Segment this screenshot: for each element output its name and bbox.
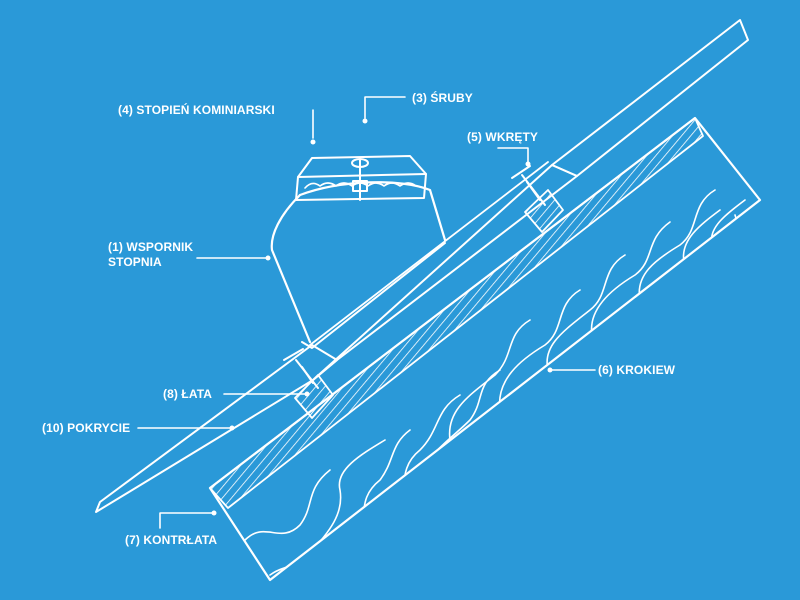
label-stopien-kominiarski: (4) STOPIEŃ KOMINIARSKI	[118, 103, 275, 117]
label-wspornik-line1: (1) WSPORNIK	[108, 240, 194, 254]
label-wspornik-line2: STOPNIA	[108, 255, 162, 269]
leader-pokrycie	[137, 425, 235, 431]
leader-sruby	[362, 96, 406, 124]
leader-wspornik	[196, 255, 271, 261]
step-bracket	[270, 181, 447, 349]
leader-kontrlata	[159, 510, 217, 529]
rafter	[208, 116, 762, 582]
screw-upper	[511, 165, 546, 206]
label-sruby: (3) ŚRUBY	[412, 91, 473, 105]
leader-lines	[137, 96, 596, 529]
bolt-top	[351, 158, 369, 201]
label-wspornik-stopnia: (1) WSPORNIK STOPNIA	[108, 240, 193, 270]
leader-wkrety	[497, 147, 531, 167]
label-kontrlata: (7) KONTRŁATA	[125, 533, 218, 547]
screw-lower	[283, 348, 319, 389]
label-wkrety: (5) WKRĘTY	[467, 130, 538, 144]
leader-lata	[223, 391, 310, 397]
label-krokiew: (6) KROKIEW	[598, 363, 676, 377]
label-lata: (8) ŁATA	[163, 387, 213, 401]
label-pokrycie: (10) POKRYCIE	[42, 421, 131, 435]
roof-covering	[95, 19, 749, 513]
leader-stopien	[310, 109, 316, 145]
leader-krokiew	[547, 367, 596, 373]
counter-batten	[209, 117, 704, 509]
